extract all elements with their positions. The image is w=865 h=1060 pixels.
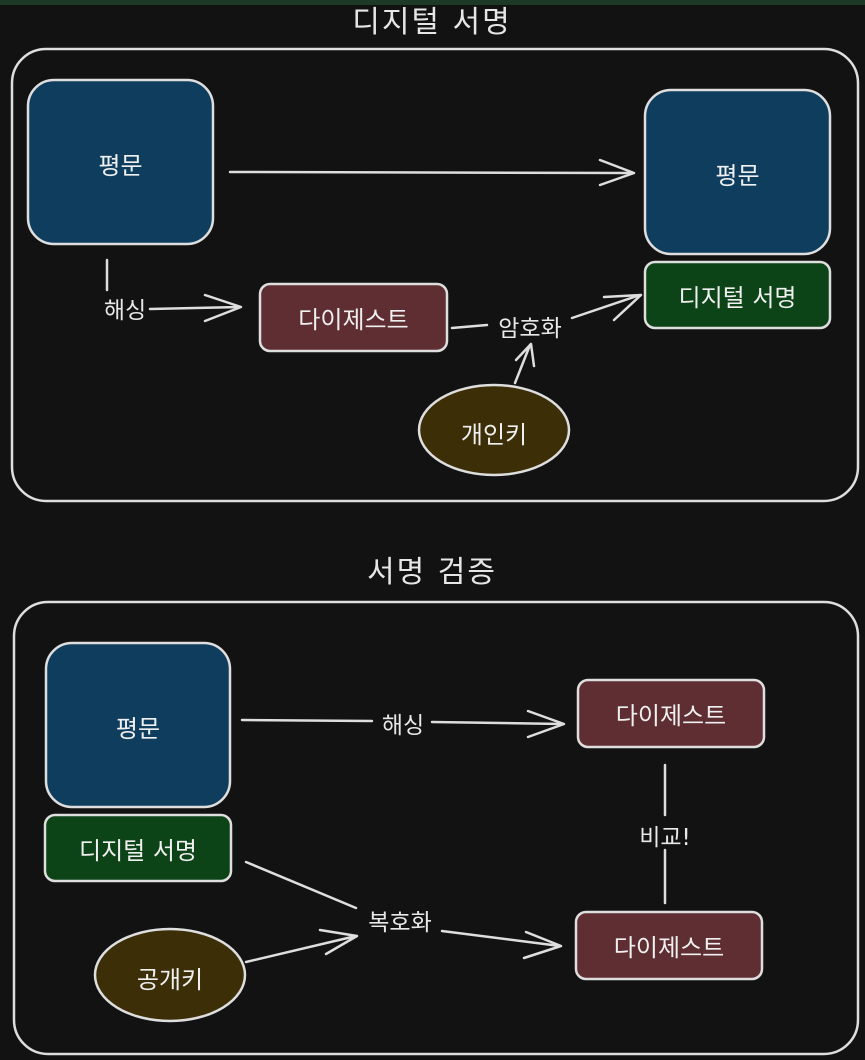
signing-arrowhead-plaintext xyxy=(598,158,636,187)
verify-digest-bottom-label: 다이제스트 xyxy=(613,934,725,962)
verify-digest-top-label: 다이제스트 xyxy=(615,702,727,730)
verify-plaintext-label: 평문 xyxy=(115,715,161,743)
verify-line-plaintext-to-hash xyxy=(240,718,374,723)
signing-private-key-label: 개인키 xyxy=(460,421,528,449)
signing-plaintext-left-box xyxy=(26,78,215,246)
verify-arrowhead-decrypt xyxy=(318,928,359,956)
signing-signature-box xyxy=(643,260,832,330)
verify-line-signature-to-decrypt xyxy=(244,860,358,910)
signing-arrow-key-to-encrypt xyxy=(513,343,532,385)
signing-line-digest-to-encrypt xyxy=(450,323,489,330)
verify-public-key-ellipse xyxy=(93,927,247,1023)
signing-plaintext-left-label: 평문 xyxy=(98,152,143,180)
verify-arrowhead-digest-top xyxy=(526,709,566,739)
verify-arrowhead-digest-bottom xyxy=(522,930,563,960)
signing-arrowhead-encrypt xyxy=(514,342,536,368)
signing-section-frame xyxy=(10,47,860,503)
verify-compare-label: 비교! xyxy=(639,825,691,851)
verify-digest-top-box xyxy=(576,678,766,749)
signing-private-key-ellipse xyxy=(417,383,571,477)
signing-arrowhead-digest xyxy=(203,293,243,323)
signing-digest-label: 다이제스트 xyxy=(298,306,409,334)
signing-encrypt-label: 암호화 xyxy=(498,316,562,342)
verify-arrow-hash-to-digest xyxy=(430,720,564,726)
verify-signature-box xyxy=(43,813,233,883)
signing-section-title: 디지털 서명 xyxy=(352,5,512,40)
signing-arrowhead-signature xyxy=(602,293,643,322)
verify-arrow-decrypt-to-digest xyxy=(440,929,562,948)
verify-arrow-key-to-decrypt xyxy=(244,934,358,964)
signing-hashing-label: 해싱 xyxy=(103,298,147,324)
signing-plaintext-right-label: 평문 xyxy=(715,162,760,190)
verify-decrypt-label: 복호화 xyxy=(368,910,432,936)
verify-plaintext-box xyxy=(44,641,232,809)
verification-section-frame xyxy=(12,600,860,1056)
top-border-strip xyxy=(0,0,865,5)
signing-arrow-hash-to-digest xyxy=(148,305,242,311)
signing-digest-box xyxy=(258,282,449,353)
signing-signature-label: 디지털 서명 xyxy=(678,284,797,312)
verify-digest-bottom-box xyxy=(574,910,764,981)
signing-arrow-encrypt-to-signature xyxy=(570,293,642,320)
verify-hashing-label: 해싱 xyxy=(381,713,425,739)
signing-arrow-plaintext-to-plaintext xyxy=(228,170,634,175)
verify-public-key-label: 공개키 xyxy=(136,966,204,994)
verification-section-title: 서명 검증 xyxy=(367,555,497,590)
verify-signature-label: 디지털 서명 xyxy=(78,837,198,865)
signing-plaintext-right-box xyxy=(643,88,832,256)
